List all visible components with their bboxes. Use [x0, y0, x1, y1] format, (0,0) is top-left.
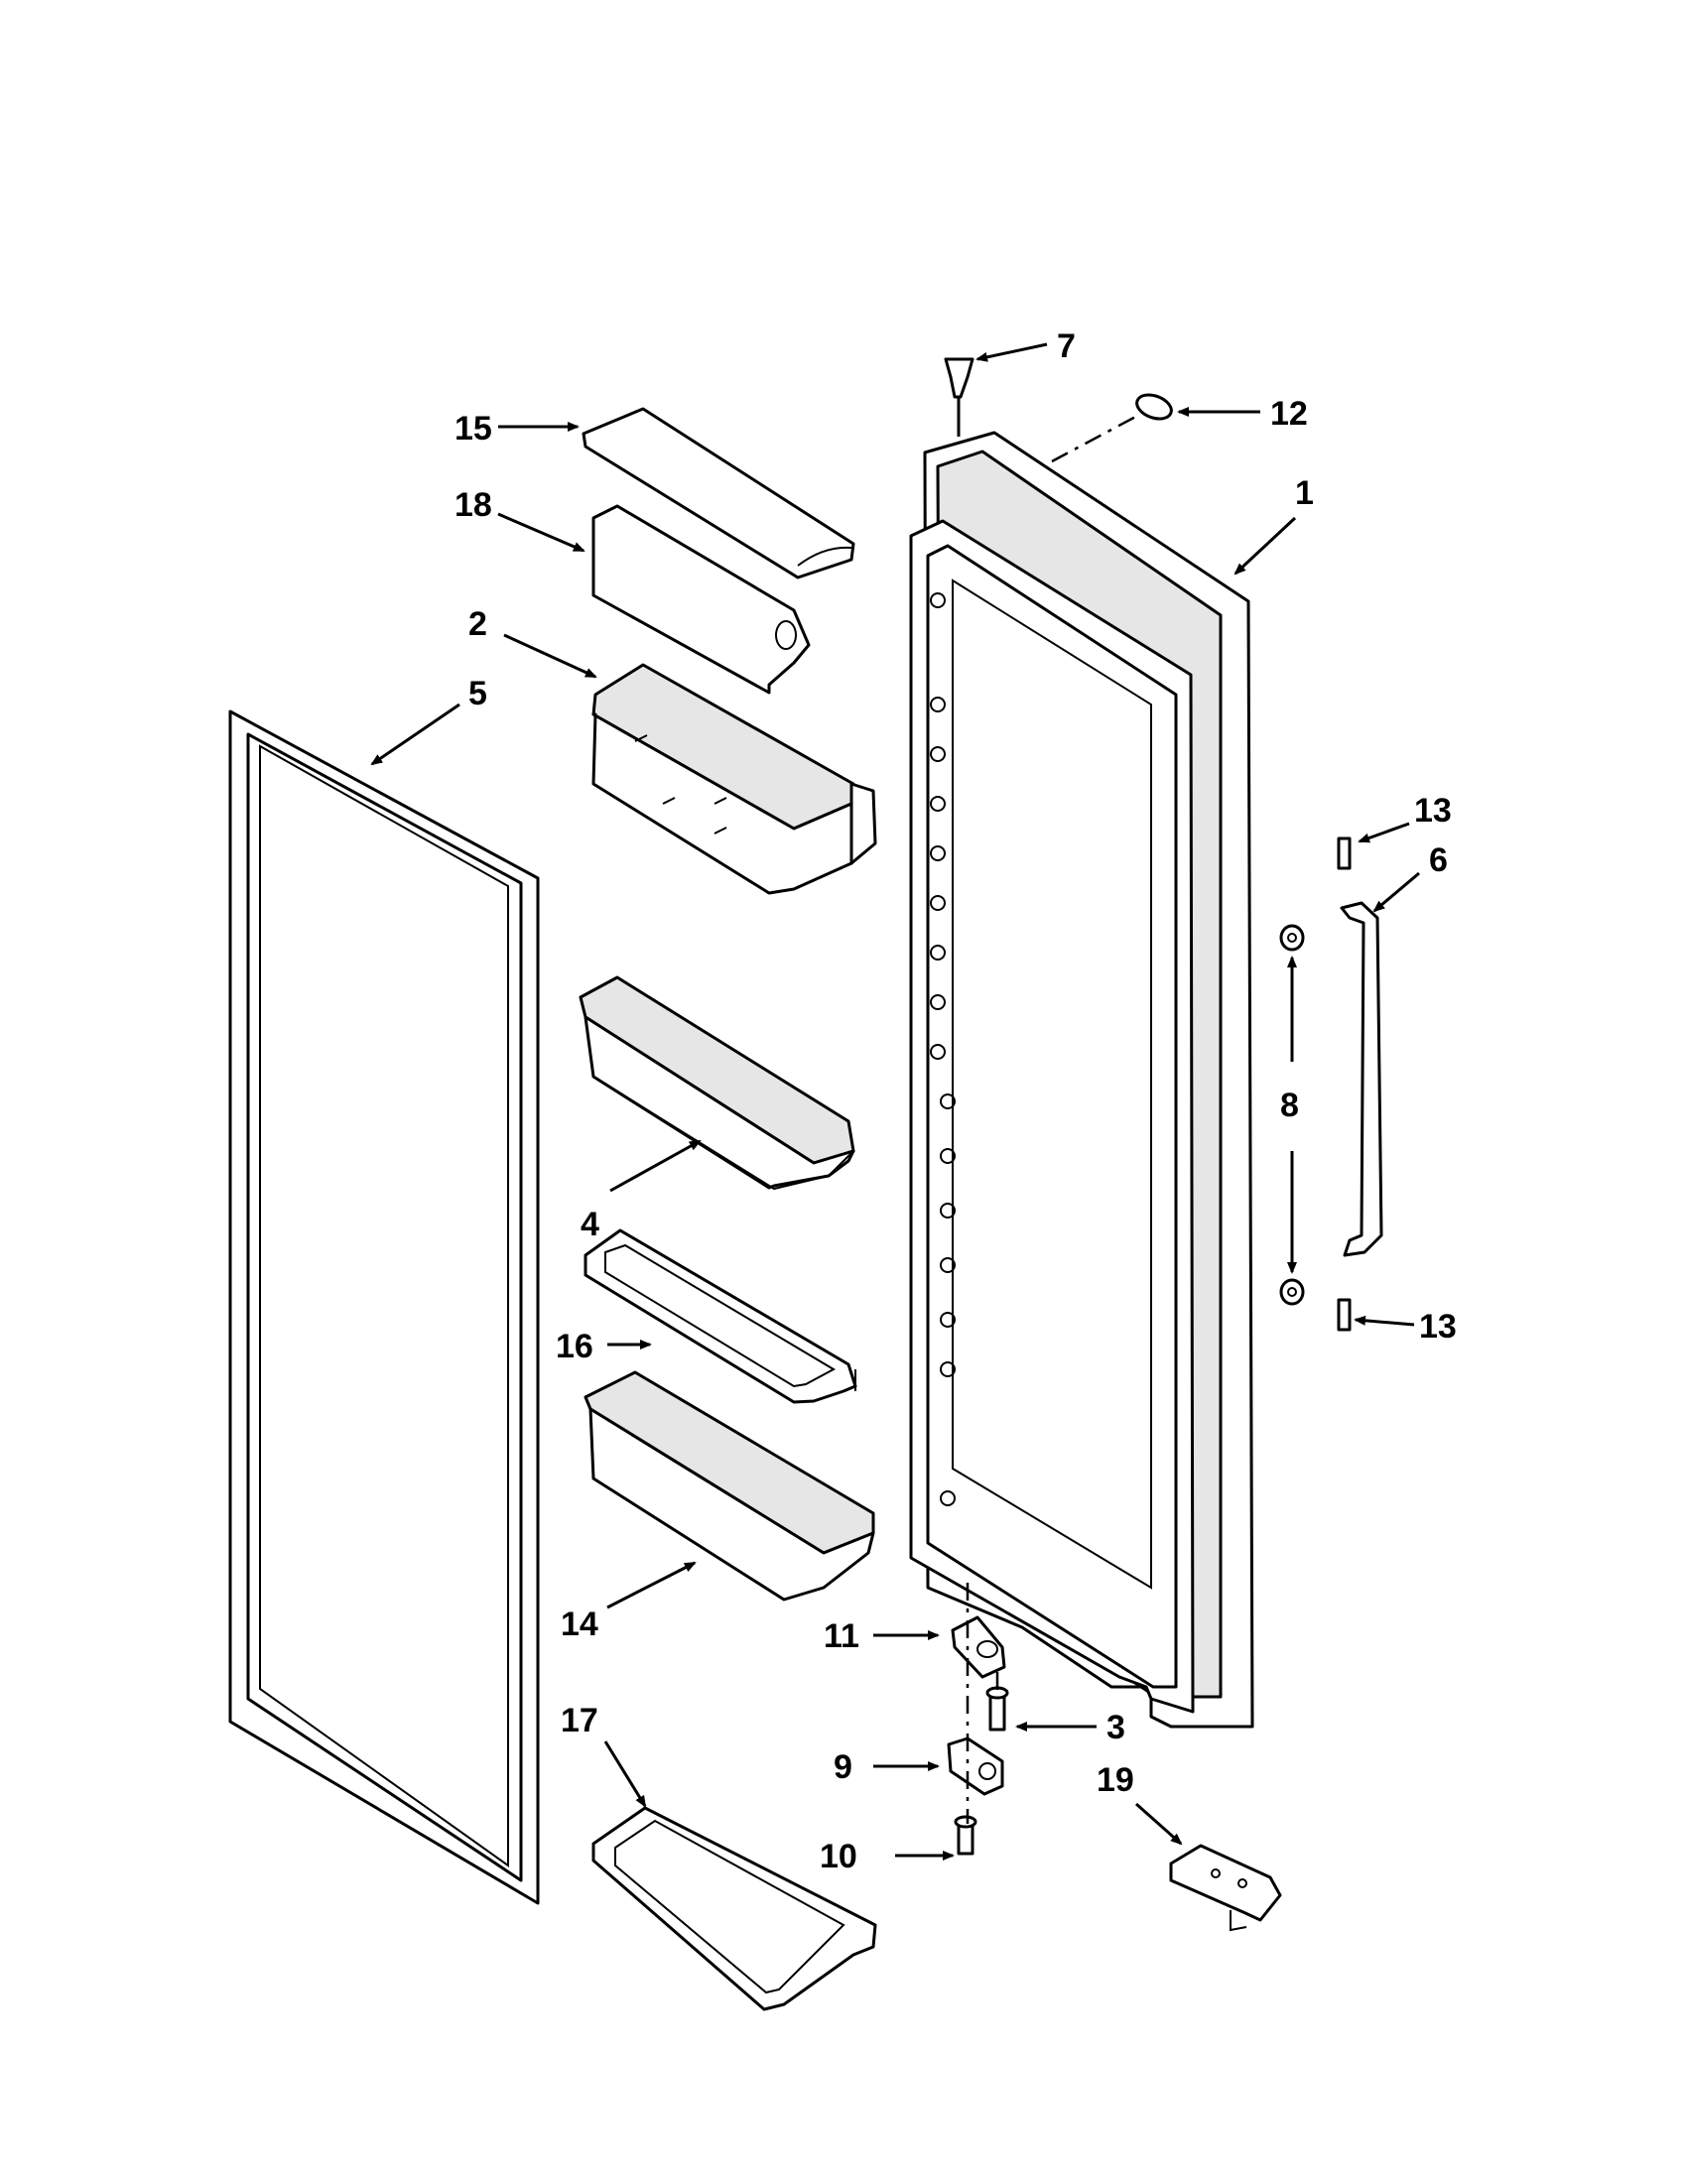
spacer-bottom [1279, 1278, 1305, 1306]
callout-18: 18 [454, 486, 492, 524]
callout-labels: 15 18 2 5 4 16 14 17 7 12 1 13 6 8 13 11… [454, 327, 1457, 1875]
bracket-part-11 [951, 1615, 1006, 1679]
cover-part-18 [591, 504, 811, 695]
callout-12: 12 [1270, 395, 1308, 433]
alignment-lines [966, 413, 1140, 1824]
callout-19: 19 [1097, 1761, 1134, 1799]
callout-9: 9 [834, 1748, 852, 1786]
bin-tray-part-17 [591, 1806, 877, 2011]
callout-10: 10 [820, 1838, 857, 1875]
callout-13-bottom: 13 [1419, 1308, 1457, 1346]
callout-4: 4 [581, 1206, 599, 1243]
callout-14: 14 [561, 1606, 598, 1643]
screw-part-10 [954, 1815, 977, 1856]
callout-2: 2 [468, 605, 487, 643]
callout-13-top: 13 [1414, 792, 1452, 830]
callout-1: 1 [1295, 474, 1314, 512]
callout-8: 8 [1280, 1087, 1299, 1124]
screw-part-13-bottom [1337, 1298, 1352, 1332]
hinge-pin-part-7 [944, 357, 974, 437]
trim-part-15 [582, 407, 855, 579]
door-bin-part-4 [579, 975, 855, 1191]
door-liner-part-1 [909, 431, 1254, 1729]
callout-6: 6 [1429, 841, 1448, 879]
leader-lines [370, 342, 1420, 1861]
door-gasket [228, 709, 540, 1905]
callout-5: 5 [468, 675, 487, 712]
door-bin-part-14 [584, 1370, 875, 1602]
shelf-tabs [930, 592, 956, 1506]
callout-15: 15 [454, 410, 492, 448]
hinge-part-9 [947, 1736, 1004, 1796]
screw-part-13-top [1337, 836, 1352, 870]
callout-16: 16 [556, 1328, 593, 1365]
bin-frame-part-16 [584, 1228, 857, 1404]
callout-3: 3 [1106, 1709, 1125, 1746]
callout-17: 17 [561, 1702, 598, 1739]
hinge-cover-part-19 [1169, 1844, 1282, 1932]
callout-11: 11 [824, 1617, 859, 1655]
dairy-bin-part-2 [591, 663, 877, 895]
door-handle-part-6 [1340, 901, 1383, 1257]
screw-part-3 [985, 1686, 1009, 1732]
spacer-top [1279, 924, 1305, 952]
callout-7: 7 [1057, 327, 1076, 365]
plug-part-12 [1135, 393, 1173, 421]
